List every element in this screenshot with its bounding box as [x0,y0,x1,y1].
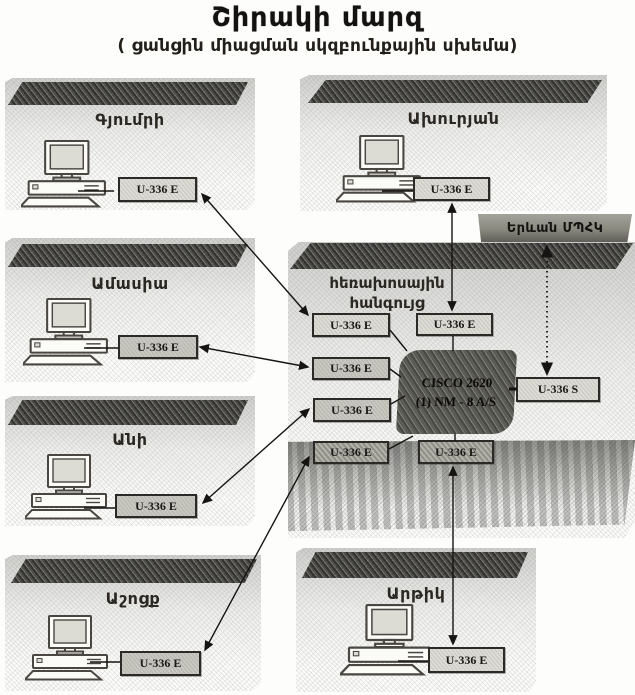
region-akhuryan: Ախուրյան U-336 E [300,75,607,211]
modem-label: U-336 E [136,182,179,196]
yerevan-uplink-band: Երևան ՄՊՀԿ [478,214,632,242]
region-band [308,80,602,103]
modem-label: U-336 E [139,656,182,670]
modem-label: U-336 E [430,181,473,196]
region-band [11,559,257,583]
hub-modem-3: U-336 E [313,398,391,422]
gyumri-modem-box: U-336 E [118,177,197,202]
gyumri-label: Գյումրի [95,110,165,129]
hub-modem-top: U-336 E [416,313,493,336]
computer-icon [25,454,127,520]
cisco-router-box: CISCO 2620 (1) NM - 8 A/S [395,350,518,434]
modem-label: U-336 E [433,317,476,331]
cisco-router-module: (1) NM - 8 A/S [415,393,497,409]
modem-label: U-336 E [330,361,372,375]
yerevan-label: Երևան ՄՊՀԿ [506,220,604,236]
amasia-modem-box: U-336 E [118,335,198,359]
modem-label: U-336 E [330,445,372,459]
phone-node-label-line1: հեռախոսային [329,274,445,292]
modem-label: U-336 S [537,382,579,396]
region-band [302,552,528,578]
region-gyumri: Գյումրի U-336 E [5,78,255,210]
hub-modem-bottom: U-336 E [418,440,494,464]
page-title: Շիրակի մարզ [211,2,424,33]
modem-label: U-336 E [135,498,177,513]
cisco-router-model: CISCO 2620 [421,374,493,390]
region-artik: Արթիկ U-336 E [296,548,536,692]
region-ashotsk: Աշոցք U-336 E [5,555,261,691]
modem-label: U-336 E [331,402,373,417]
artik-label: Արթիկ [386,584,446,603]
region-band [290,243,633,269]
computer-icon [25,615,129,681]
region-ani: Անի U-336 E [5,396,255,526]
modem-label: U-336 E [137,339,179,354]
page-subtitle: ( ցանցին միացման սկզբունքային սխեմա) [117,36,518,56]
ani-modem-box: U-336 E [115,494,197,518]
modem-label: U-336 E [330,317,372,332]
phone-node-label-line2: հանգույց [349,293,425,312]
ashotsk-label: Աշոցք [105,589,161,608]
computer-icon [23,298,129,366]
akhuryan-label: Ախուրյան [407,109,500,128]
hub-modem-4: U-336 E [313,441,389,464]
region-amasia: Ամասիա U-336 E [5,238,255,382]
amasia-label: Ամասիա [91,274,169,293]
region-band [8,400,248,425]
hub-modem-2: U-336 E [312,357,390,380]
hub-modem-1: U-336 E [312,313,390,337]
phone-node-label: հեռախոսային հանգույց [302,274,472,313]
region-band [8,244,248,267]
serial-modem-box: U-336 S [516,377,600,402]
region-band [8,82,248,105]
ashotsk-modem-box: U-336 E [120,651,201,676]
computer-icon [21,140,127,208]
akhuryan-modem-box: U-336 E [413,177,490,201]
artik-modem-box: U-336 E [428,647,505,673]
modem-label: U-336 E [445,652,488,667]
modem-label: U-336 E [435,444,477,459]
ani-label: Անի [112,430,148,449]
